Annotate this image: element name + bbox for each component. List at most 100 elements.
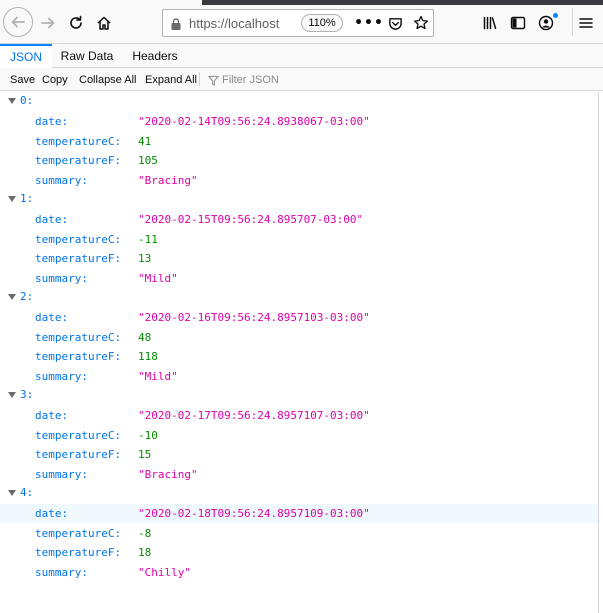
property-key: temperatureF: xyxy=(35,448,122,461)
library-icon xyxy=(483,16,497,30)
tab-json[interactable]: JSON xyxy=(0,44,52,68)
tree-row-property[interactable]: temperatureF: 105 xyxy=(0,151,598,170)
reload-icon xyxy=(70,15,82,29)
home-button[interactable] xyxy=(90,9,118,37)
expand-twisty-icon[interactable] xyxy=(8,392,16,398)
object-index: 0: xyxy=(20,94,34,107)
property-value: "2020-02-18T09:56:24.8957109-03:00" xyxy=(138,507,370,520)
tab-raw-data[interactable]: Raw Data xyxy=(60,49,114,63)
pocket-button[interactable] xyxy=(385,13,405,33)
object-index: 4: xyxy=(20,486,34,499)
forward-button[interactable] xyxy=(34,9,62,37)
property-value: "2020-02-14T09:56:24.8938067-03:00" xyxy=(138,115,370,128)
tree-row-property[interactable]: summary: "Chilly" xyxy=(0,563,598,582)
expand-twisty-icon[interactable] xyxy=(8,490,16,496)
lock-icon[interactable] xyxy=(169,16,183,35)
tree-row-property[interactable]: summary: "Bracing" xyxy=(0,171,598,190)
property-key: summary: xyxy=(35,370,88,383)
property-key: temperatureC: xyxy=(35,527,122,540)
tree-row-property[interactable]: temperatureC: -11 xyxy=(0,230,598,249)
filter-icon xyxy=(208,75,219,86)
tree-row-object-4[interactable]: 4: xyxy=(0,484,598,503)
collapse-all-button[interactable]: Collapse All xyxy=(79,74,137,86)
bookmark-button[interactable] xyxy=(411,13,431,33)
property-value: 13 xyxy=(138,252,152,265)
window-right-edge xyxy=(598,92,603,613)
tree-row-property[interactable]: temperatureC: 41 xyxy=(0,132,598,151)
forward-arrow-icon xyxy=(41,17,55,29)
tree-row-property[interactable]: summary: "Bracing" xyxy=(0,465,598,484)
tree-row-property-hovered[interactable]: date: "2020-02-18T09:56:24.8957109-03:00… xyxy=(0,504,598,523)
address-bar[interactable]: https://localhost 110% ••• xyxy=(162,9,434,37)
tree-row-property[interactable]: date: "2020-02-15T09:56:24.895707-03:00" xyxy=(0,210,598,229)
tree-row-property[interactable]: temperatureC: 48 xyxy=(0,328,598,347)
tree-row-property[interactable]: temperatureC: -8 xyxy=(0,524,598,543)
property-key: date: xyxy=(35,507,69,520)
filter-json-input[interactable]: Filter JSON xyxy=(208,72,279,88)
reload-button[interactable] xyxy=(62,9,90,37)
property-value: "Chilly" xyxy=(138,566,191,579)
tree-row-object-3[interactable]: 3: xyxy=(0,386,598,405)
back-button[interactable] xyxy=(3,7,33,37)
tree-row-property[interactable]: date: "2020-02-14T09:56:24.8938067-03:00… xyxy=(0,112,598,131)
property-key: date: xyxy=(35,213,69,226)
star-icon xyxy=(413,15,429,30)
url-text[interactable]: https://localhost xyxy=(189,16,280,31)
notification-dot xyxy=(552,12,559,19)
property-value: "2020-02-15T09:56:24.895707-03:00" xyxy=(138,213,364,226)
hamburger-menu-icon xyxy=(579,18,593,28)
property-value: 18 xyxy=(138,546,152,559)
property-value: 41 xyxy=(138,135,152,148)
page-actions-button[interactable]: ••• xyxy=(354,13,383,33)
json-toolbar: Save Copy Collapse All Expand All Filter… xyxy=(0,68,603,91)
object-index: 2: xyxy=(20,290,34,303)
property-key: summary: xyxy=(35,566,88,579)
save-button[interactable]: Save xyxy=(10,74,36,86)
object-index: 3: xyxy=(20,388,34,401)
json-viewer-tabs: JSON Raw Data Headers xyxy=(0,44,603,68)
property-value: 118 xyxy=(138,350,158,363)
account-button[interactable] xyxy=(532,9,560,37)
property-key: summary: xyxy=(35,174,88,187)
tree-row-property[interactable]: summary: "Mild" xyxy=(0,269,598,288)
property-value: "2020-02-16T09:56:24.8957103-03:00" xyxy=(138,311,370,324)
tree-row-property[interactable]: temperatureF: 118 xyxy=(0,347,598,366)
tree-row-property[interactable]: temperatureC: -10 xyxy=(0,426,598,445)
tree-row-property[interactable]: date: "2020-02-16T09:56:24.8957103-03:00… xyxy=(0,308,598,327)
pocket-icon xyxy=(388,17,402,30)
sidebar-button[interactable] xyxy=(504,9,532,37)
tree-row-property[interactable]: date: "2020-02-17T09:56:24.8957107-03:00… xyxy=(0,406,598,425)
property-key: temperatureF: xyxy=(35,546,122,559)
library-button[interactable] xyxy=(476,9,504,37)
filter-placeholder: Filter JSON xyxy=(222,74,279,86)
tree-row-property[interactable]: temperatureF: 13 xyxy=(0,249,598,268)
property-key: temperatureF: xyxy=(35,252,122,265)
tab-headers[interactable]: Headers xyxy=(132,49,178,63)
expand-twisty-icon[interactable] xyxy=(8,98,16,104)
property-key: date: xyxy=(35,409,69,422)
home-icon xyxy=(97,16,111,30)
property-key: date: xyxy=(35,311,69,324)
property-key: temperatureC: xyxy=(35,331,122,344)
tree-row-property[interactable]: summary: "Mild" xyxy=(0,367,598,386)
property-value: "Bracing" xyxy=(138,174,198,187)
tree-row-object-2[interactable]: 2: xyxy=(0,288,598,307)
sidebar-icon xyxy=(510,16,526,30)
account-icon xyxy=(538,15,554,31)
zoom-level-badge[interactable]: 110% xyxy=(301,14,343,32)
expand-twisty-icon[interactable] xyxy=(8,294,16,300)
property-key: summary: xyxy=(35,468,88,481)
tree-row-object-1[interactable]: 1: xyxy=(0,190,598,209)
back-arrow-icon xyxy=(11,16,25,28)
copy-button[interactable]: Copy xyxy=(42,74,68,86)
property-value: 15 xyxy=(138,448,152,461)
property-key: temperatureC: xyxy=(35,135,122,148)
tree-row-property[interactable]: temperatureF: 18 xyxy=(0,543,598,562)
property-value: "2020-02-17T09:56:24.8957107-03:00" xyxy=(138,409,370,422)
tree-row-property[interactable]: temperatureF: 15 xyxy=(0,445,598,464)
menu-button[interactable] xyxy=(572,9,600,37)
toolbar-divider xyxy=(199,72,200,86)
tree-row-object-0[interactable]: 0: xyxy=(0,92,598,111)
expand-twisty-icon[interactable] xyxy=(8,196,16,202)
expand-all-button[interactable]: Expand All xyxy=(145,74,197,86)
